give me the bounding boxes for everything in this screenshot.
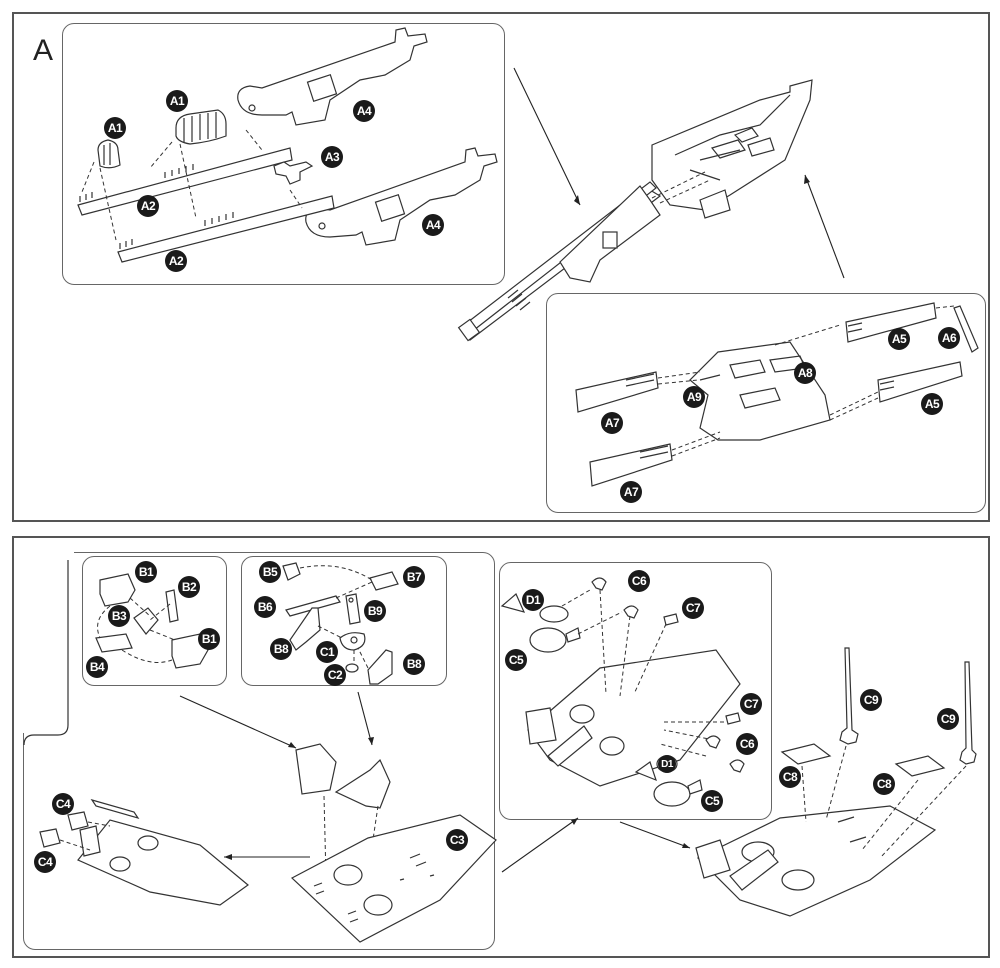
label-a7-lower: A7 — [620, 481, 642, 503]
label-a6: A6 — [938, 327, 960, 349]
label-c8-right: C8 — [873, 773, 895, 795]
label-a4-lower: A4 — [422, 214, 444, 236]
part-a5-lower — [877, 361, 963, 403]
part-c8-left — [780, 743, 832, 765]
label-b4: B4 — [86, 656, 108, 678]
label-d1-upper: D1 — [522, 589, 544, 611]
part-c5-lower — [653, 779, 703, 807]
part-b8-left — [289, 607, 321, 651]
label-b1-lower: B1 — [198, 628, 220, 650]
part-c6-upper-b — [623, 605, 639, 619]
part-b3 — [133, 607, 159, 635]
part-b1-upper — [99, 573, 136, 607]
label-a5-lower: A5 — [921, 393, 943, 415]
part-c4-upper — [67, 811, 89, 831]
part-c3-plate — [290, 814, 497, 943]
label-c2: C2 — [324, 664, 346, 686]
label-c9-left: C9 — [860, 689, 882, 711]
label-a4-upper: A4 — [353, 100, 375, 122]
label-b8-left: B8 — [270, 638, 292, 660]
part-b8-right — [367, 649, 393, 685]
label-c1: C1 — [316, 641, 338, 663]
part-c7-lower — [725, 712, 741, 725]
label-c3: C3 — [446, 829, 468, 851]
part-b7 — [369, 571, 399, 591]
label-a7-upper: A7 — [601, 412, 623, 434]
label-a1-small: A1 — [104, 117, 126, 139]
label-b3: B3 — [108, 605, 130, 627]
part-b5 — [282, 562, 301, 581]
part-c9-left — [839, 647, 859, 745]
label-a5-upper: A5 — [888, 328, 910, 350]
part-b9 — [345, 593, 361, 625]
label-a2-lower: A2 — [165, 250, 187, 272]
part-d1-glue-lower — [634, 761, 657, 782]
part-a4-upper — [237, 27, 428, 126]
part-c1 — [339, 632, 366, 651]
part-d1-glue-upper — [500, 593, 526, 613]
label-c5-upper: C5 — [505, 649, 527, 671]
label-c4-upper: C4 — [52, 793, 74, 815]
label-a2-upper: A2 — [137, 195, 159, 217]
part-a8-a9-base — [689, 341, 831, 441]
label-b8-right: B8 — [403, 653, 425, 675]
part-c2 — [345, 663, 359, 673]
part-a5-upper — [845, 302, 937, 343]
part-c6-lower-b — [729, 759, 745, 773]
assembled-b-lever — [334, 758, 391, 809]
part-c7-upper — [663, 613, 679, 626]
part-c8-right — [894, 755, 946, 777]
label-a1-large: A1 — [166, 90, 188, 112]
label-a3: A3 — [321, 146, 343, 168]
label-c9-right: C9 — [937, 708, 959, 730]
assembled-deck-left — [77, 798, 249, 906]
label-b7: B7 — [403, 566, 425, 588]
label-b2: B2 — [178, 576, 200, 598]
label-c7-upper: C7 — [682, 597, 704, 619]
part-a7-lower — [589, 443, 673, 487]
assembled-arm — [457, 181, 662, 342]
label-c6-lower: C6 — [736, 733, 758, 755]
sub-deck-plate — [525, 649, 741, 787]
part-c6-upper-a — [591, 577, 607, 591]
step-a-letter: A — [33, 34, 54, 67]
part-b6 — [285, 595, 341, 617]
label-c6-upper: C6 — [628, 570, 650, 592]
part-a2-upper — [77, 147, 293, 216]
assembled-b-block — [295, 743, 337, 795]
part-a3 — [273, 161, 314, 185]
part-a2-lower — [117, 195, 335, 263]
part-c9-right — [959, 661, 977, 765]
part-c6-lower-a — [705, 735, 721, 749]
assembled-final-deck — [695, 805, 937, 917]
label-b9: B9 — [364, 600, 386, 622]
frame-notch-edge — [23, 560, 69, 746]
part-a6 — [953, 305, 979, 353]
assembled-hull-frame — [651, 79, 813, 219]
label-c5-lower: C5 — [701, 790, 723, 812]
part-b2 — [165, 589, 179, 623]
part-c4-lower — [39, 828, 61, 848]
part-a7-upper — [575, 371, 659, 413]
part-a1-small — [97, 139, 121, 169]
part-b4 — [95, 633, 133, 653]
label-a9: A9 — [683, 386, 705, 408]
label-d1-lower: D1 — [658, 755, 676, 773]
label-a8: A8 — [794, 362, 816, 384]
label-c8-left: C8 — [779, 766, 801, 788]
label-b6: B6 — [254, 596, 276, 618]
part-a1-large — [175, 109, 227, 145]
frame-notch-mask — [14, 538, 74, 733]
label-c4-lower: C4 — [34, 851, 56, 873]
part-c5-upper — [529, 605, 581, 653]
label-c7-lower: C7 — [740, 693, 762, 715]
label-b1-upper: B1 — [135, 561, 157, 583]
label-b5: B5 — [259, 561, 281, 583]
